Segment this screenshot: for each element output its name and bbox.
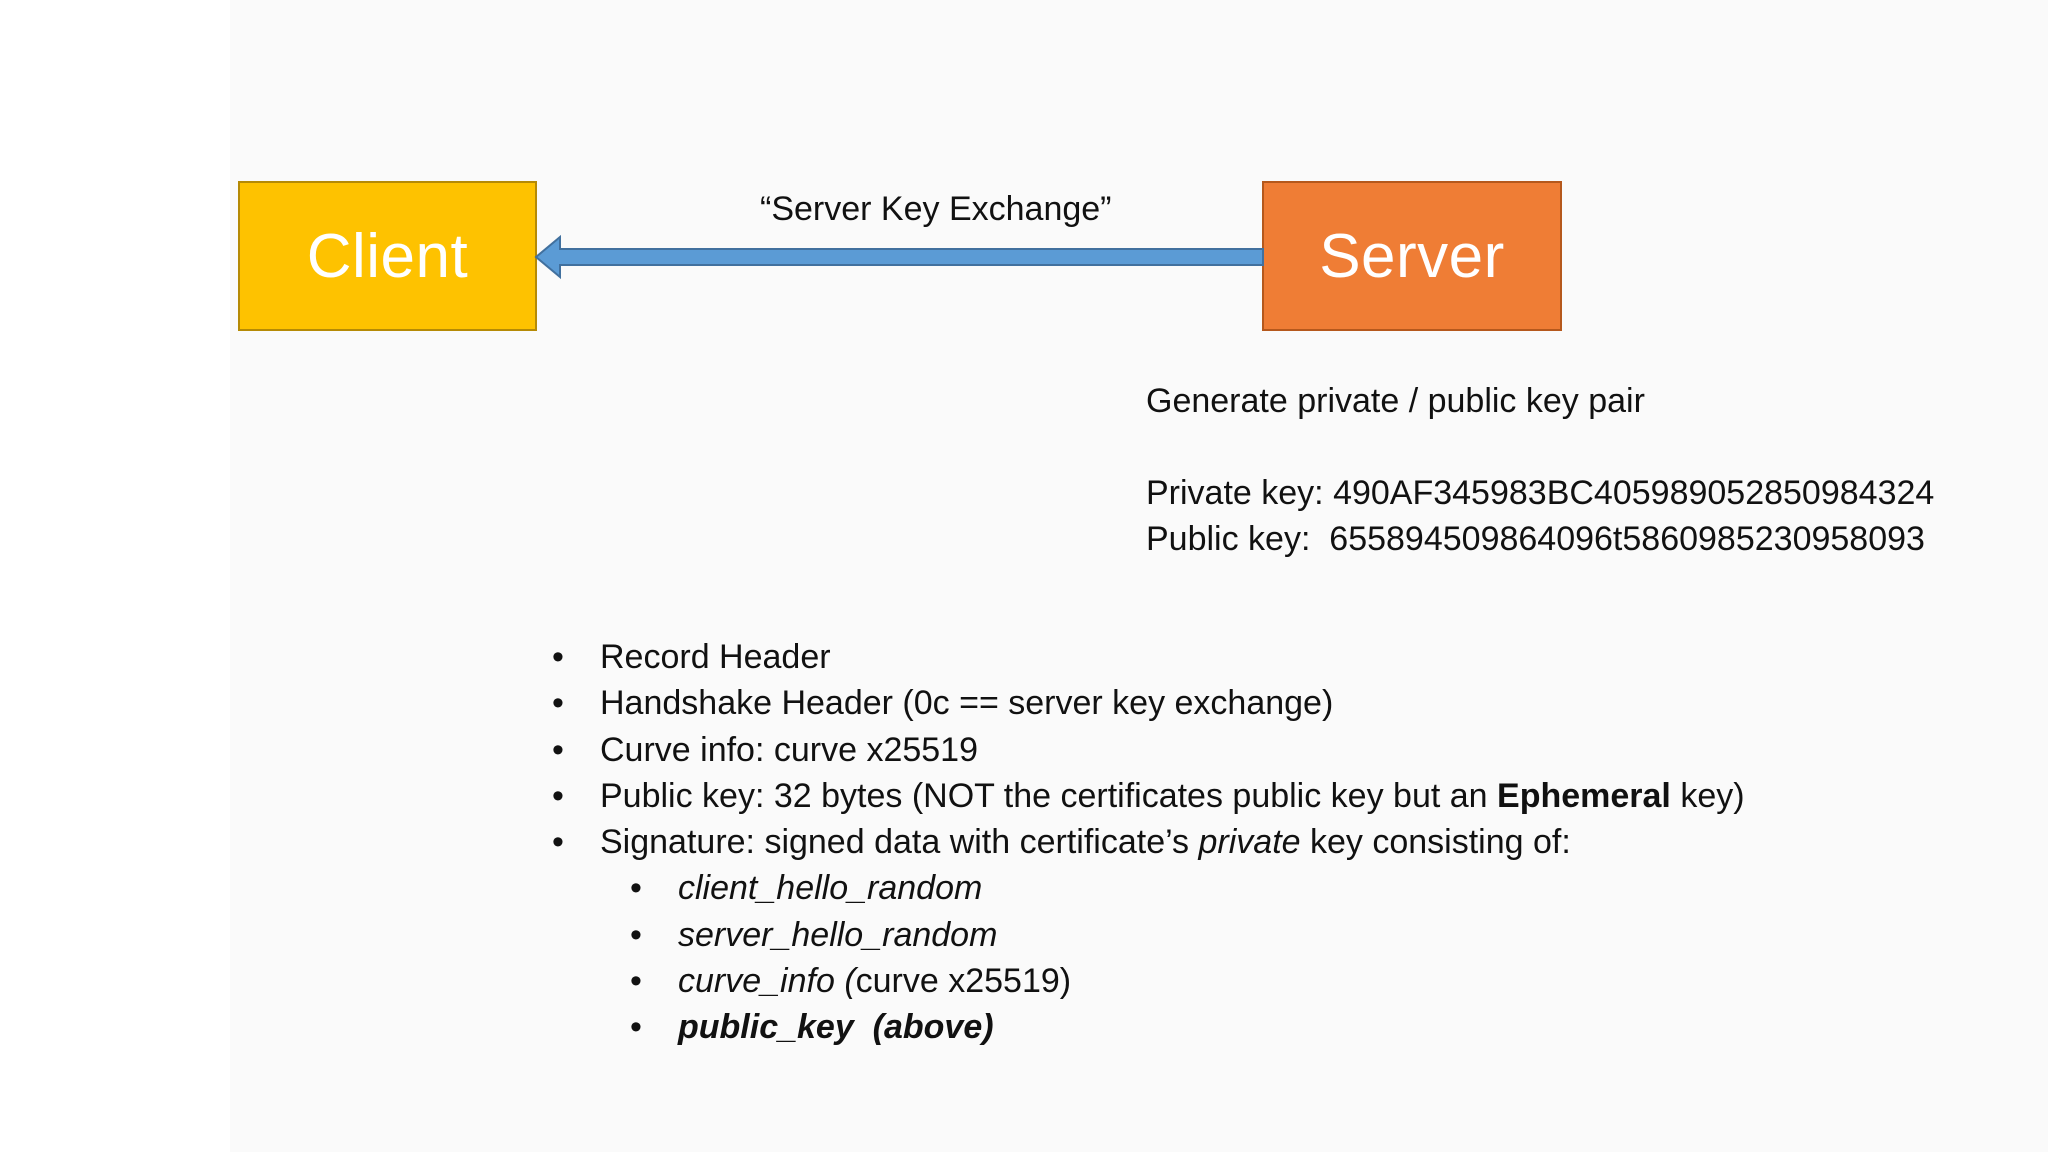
client-box: Client: [238, 181, 537, 331]
bullet-icon: •: [552, 638, 564, 676]
message-arrow: [534, 234, 1264, 280]
bullet-icon: •: [552, 730, 564, 769]
arrow-shape: [534, 234, 1264, 280]
keygen-title: Generate private / public key pair: [1146, 382, 1645, 420]
sub-bullet-text-italic: curve_info (: [678, 962, 856, 1001]
sub-bullet-text: curve_info (curve x25519): [678, 958, 1071, 1004]
bullet-icon: •: [552, 823, 564, 862]
sub-bullet-text: client_hello_random: [678, 869, 983, 908]
keygen-spacer: [1146, 424, 1934, 470]
bullet-text-bold: Ephemeral: [1497, 776, 1671, 815]
bullet-list: • Record Header • Handshake Header (0c =…: [548, 634, 1745, 1051]
sub-bullet-text: public_key (above): [678, 1008, 994, 1047]
bullet-text-post: key consisting of:: [1300, 823, 1571, 862]
bullet-text: Signature: signed data with certificate’…: [600, 819, 1571, 865]
client-label: Client: [306, 221, 469, 291]
list-item: • Signature: signed data with certificat…: [548, 819, 1745, 865]
server-box: Server: [1262, 181, 1562, 331]
bullet-icon: •: [630, 869, 642, 908]
message-label: “Server Key Exchange”: [760, 190, 1112, 228]
sub-list-item: • server_hello_random: [548, 912, 1745, 958]
list-item: • Public key: 32 bytes (NOT the certific…: [548, 773, 1745, 819]
public-key-line: Public key: 655894509864096t586098523095…: [1146, 520, 1925, 558]
bullet-icon: •: [630, 915, 642, 954]
private-key-line: Private key: 490AF345983BC40598905285098…: [1146, 474, 1935, 512]
keygen-block: Generate private / public key pair Priva…: [1146, 378, 1934, 562]
bullet-text: Handshake Header (0c == server key excha…: [600, 684, 1334, 723]
bullet-text-italic: private: [1198, 823, 1301, 862]
bullet-icon: •: [552, 776, 564, 815]
sub-list-item: • curve_info (curve x25519): [548, 958, 1745, 1004]
list-item: • Record Header: [548, 634, 1745, 680]
bullet-icon: •: [552, 684, 564, 723]
sub-bullet-text-rest: curve x25519): [855, 962, 1072, 1001]
bullet-icon: •: [630, 962, 642, 1001]
sub-bullet-text: server_hello_random: [678, 915, 998, 954]
bullet-icon: •: [630, 1008, 642, 1047]
bullet-text-post: key): [1670, 776, 1745, 815]
server-label: Server: [1319, 221, 1505, 291]
list-item: • Curve info: curve x25519: [548, 727, 1745, 773]
bullet-text: Public key: 32 bytes (NOT the certificat…: [600, 773, 1745, 819]
sub-list-item: • client_hello_random: [548, 865, 1745, 911]
sub-list-item: • public_key (above): [548, 1004, 1745, 1050]
bullet-text: Record Header: [600, 638, 831, 676]
bullet-text: Curve info: curve x25519: [600, 730, 978, 769]
bullet-text-pre: Signature: signed data with certificate’…: [600, 823, 1199, 862]
list-item: • Handshake Header (0c == server key exc…: [548, 680, 1745, 726]
bullet-text-pre: Public key: 32 bytes (NOT the certificat…: [600, 776, 1498, 815]
